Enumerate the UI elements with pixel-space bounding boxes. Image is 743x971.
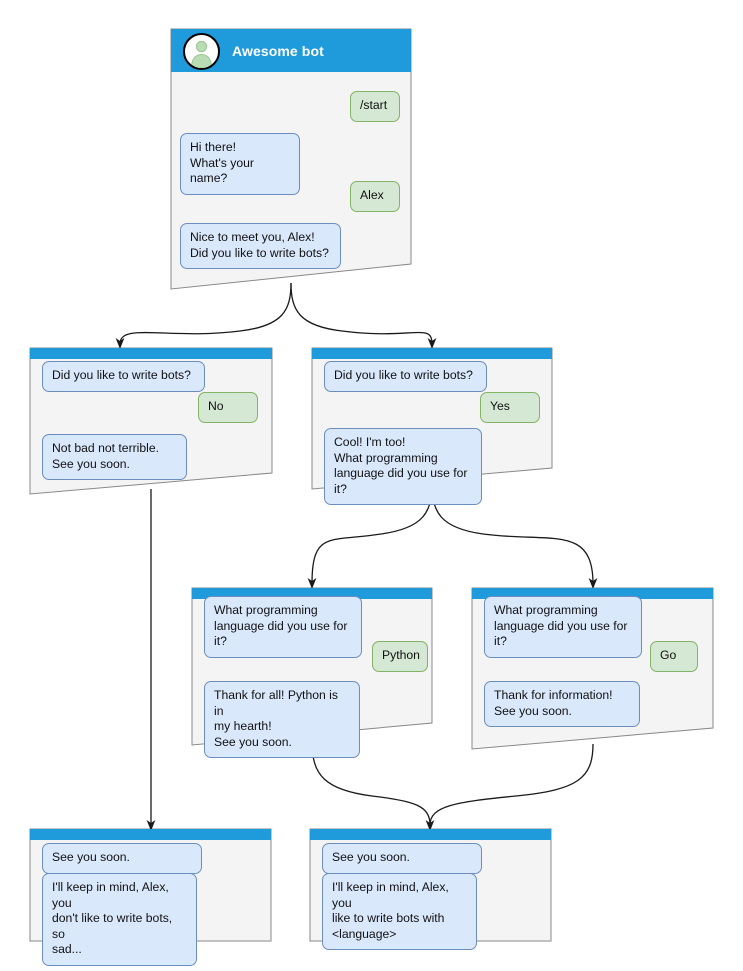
card-answer-yes[interactable]: Did you like to write bots? Yes Cool! I'… (312, 348, 552, 505)
bot-title: Awesome bot (232, 42, 324, 59)
card-answer-no[interactable]: Did you like to write bots? No Not bad n… (30, 348, 272, 480)
card-header-answer-yes (312, 348, 552, 359)
card-language-go[interactable]: What programming language did you use fo… (472, 588, 713, 728)
message-bubble-incoming[interactable]: Hi there! What's your name? (180, 133, 300, 195)
message-bubble-outgoing[interactable]: /start (350, 91, 400, 122)
message-bubble-incoming[interactable]: Cool! I'm too! What programming language… (324, 428, 482, 505)
card-header-end-happy (310, 829, 551, 840)
user-avatar-icon (183, 33, 220, 70)
message-bubble-outgoing[interactable]: Yes (480, 392, 540, 423)
message-bubble-incoming[interactable]: Not bad not terrible. See you soon. (42, 434, 187, 480)
message-bubble-incoming[interactable]: What programming language did you use fo… (204, 596, 362, 658)
connector-start-to-answer-yes (290, 282, 433, 345)
connector-go-to-end-happy (429, 743, 594, 826)
message-bubble-outgoing[interactable]: Python (372, 641, 428, 672)
message-bubble-incoming[interactable]: See you soon. (322, 843, 482, 874)
card-language-python[interactable]: What programming language did you use fo… (192, 588, 432, 758)
message-bubble-incoming[interactable]: See you soon. (42, 843, 202, 874)
message-bubble-outgoing[interactable]: Go (650, 641, 698, 672)
card-end-happy[interactable]: See you soon. I'll keep in mind, Alex, y… (310, 829, 551, 950)
card-end-sad[interactable]: See you soon. I'll keep in mind, Alex, y… (30, 829, 271, 966)
connector-start-to-answer-no (119, 282, 292, 345)
message-bubble-incoming[interactable]: Nice to meet you, Alex! Did you like to … (180, 223, 341, 269)
card-header-language-go (472, 588, 713, 599)
card-header-answer-no (30, 348, 272, 359)
message-bubble-incoming[interactable]: I'll keep in mind, Alex, you don't like … (42, 873, 197, 966)
message-bubble-incoming[interactable]: Did you like to write bots? (324, 361, 487, 392)
message-bubble-incoming[interactable]: Thank for all! Python is in my hearth! S… (204, 681, 360, 758)
card-header-language-python (192, 588, 432, 599)
message-bubble-outgoing[interactable]: No (198, 392, 258, 423)
message-bubble-incoming[interactable]: Thank for information! See you soon. (484, 681, 640, 727)
message-bubble-incoming[interactable]: I'll keep in mind, Alex, you like to wri… (322, 873, 477, 950)
card-header-start: Awesome bot (171, 29, 411, 72)
message-bubble-outgoing[interactable]: Alex (350, 181, 400, 212)
card-header-end-sad (30, 829, 271, 840)
message-bubble-incoming[interactable]: What programming language did you use fo… (484, 596, 642, 658)
message-bubble-incoming[interactable]: Did you like to write bots? (42, 361, 205, 392)
card-start[interactable]: Awesome bot /start Hi there! What's your… (171, 29, 411, 269)
